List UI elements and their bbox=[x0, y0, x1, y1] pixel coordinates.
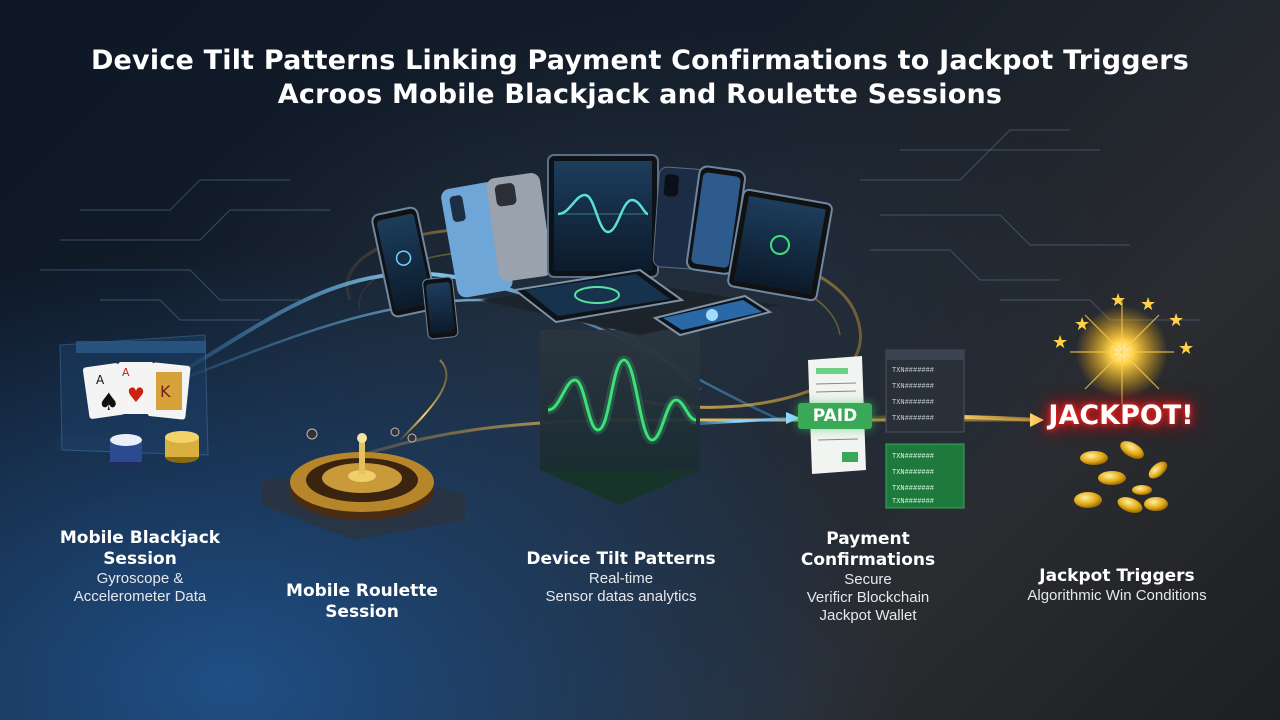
smartphone-icon bbox=[652, 294, 773, 337]
smartphone-icon bbox=[422, 276, 459, 340]
playing-cards-icon: A ♠ A ♥ K bbox=[82, 362, 191, 420]
flow-arrow-icon bbox=[786, 412, 800, 424]
svg-text:TXN#######: TXN####### bbox=[892, 453, 934, 461]
circuit-traces bbox=[40, 129, 1200, 321]
svg-text:★: ★ bbox=[1168, 310, 1184, 331]
blackjack-sub-line-1: Gyroscope & bbox=[96, 570, 184, 587]
blackjack-heading-line-2: Session bbox=[103, 549, 177, 569]
jackpot-heading: Jackpot Triggers bbox=[1039, 566, 1195, 586]
tilt-sub-line-1: Real-time bbox=[588, 570, 654, 587]
starburst-icon bbox=[1070, 300, 1174, 404]
title-line-2: Acroos Mobile Blackjack and Roulette Ses… bbox=[277, 79, 1003, 110]
svg-text:TXN#######: TXN####### bbox=[892, 415, 934, 423]
payment-sub-line-1: Secure bbox=[844, 571, 892, 588]
tablet-icon bbox=[547, 154, 659, 278]
roulette-heading-line-1: Mobile Roulette bbox=[286, 581, 438, 601]
svg-text:★: ★ bbox=[1110, 290, 1126, 311]
svg-text:♠: ♠ bbox=[98, 388, 120, 416]
payment-heading-line-2: Confirmations bbox=[800, 550, 936, 570]
svg-text:★: ★ bbox=[1074, 314, 1090, 335]
tilt-sub-line-2: Sensor datas analytics bbox=[545, 588, 697, 605]
svg-text:TXN#######: TXN####### bbox=[892, 498, 934, 506]
svg-text:★: ★ bbox=[1052, 332, 1068, 353]
ledger-icon: TXN####### TXN####### TXN####### TXN####… bbox=[885, 349, 965, 509]
svg-text:A: A bbox=[122, 366, 130, 379]
payment-heading-line-1: Payment bbox=[826, 529, 910, 549]
tablet-icon bbox=[727, 188, 833, 302]
roulette-heading-line-2: Session bbox=[325, 602, 399, 622]
stars-icon: ★ ★ ★ ★ ★ ★ bbox=[1052, 290, 1194, 359]
svg-text:TXN#######: TXN####### bbox=[892, 399, 934, 407]
gold-coins-icon bbox=[1074, 441, 1168, 513]
blackjack-heading-line-1: Mobile Blackjack bbox=[59, 528, 221, 548]
payment-label: Payment Confirmations Secure Verificr Bl… bbox=[768, 529, 968, 625]
svg-text:★: ★ bbox=[1178, 338, 1194, 359]
tilt-waveform bbox=[547, 358, 697, 442]
svg-text:TXN#######: TXN####### bbox=[892, 367, 934, 375]
roulette-label: Mobile Roulette Session bbox=[262, 581, 462, 623]
svg-text:TXN#######: TXN####### bbox=[892, 485, 934, 493]
blackjack-sub-line-2: Accelerometer Data bbox=[73, 588, 207, 605]
flow-arrow-icon bbox=[1030, 413, 1044, 427]
jackpot-sub: Algorithmic Win Conditions bbox=[1027, 587, 1207, 604]
roulette-platform bbox=[262, 427, 465, 540]
svg-text:★: ★ bbox=[1140, 294, 1156, 315]
payment-sub-line-3: Jackpot Wallet bbox=[819, 607, 917, 624]
tablet-icon bbox=[512, 268, 685, 324]
title-line-1: Device Tilt Patterns Linking Payment Con… bbox=[90, 45, 1190, 76]
tilt-label: Device Tilt Patterns Real-time Sensor da… bbox=[510, 549, 732, 606]
roulette-wheel-icon bbox=[290, 433, 434, 520]
smartphone-icon bbox=[486, 173, 553, 282]
svg-text:K: K bbox=[160, 382, 171, 401]
svg-text:TXN#######: TXN####### bbox=[892, 383, 934, 391]
jackpot-badge: JACKPOT! bbox=[1048, 400, 1194, 431]
smartphone-icon bbox=[686, 165, 746, 275]
svg-text:♥: ♥ bbox=[127, 383, 145, 407]
device-cluster bbox=[371, 154, 833, 340]
jackpot-label: Jackpot Triggers Algorithmic Win Conditi… bbox=[1002, 566, 1232, 605]
payment-sub-line-2: Verificr Blockchain bbox=[806, 589, 930, 606]
blackjack-label: Mobile Blackjack Session Gyroscope & Acc… bbox=[40, 528, 240, 606]
paid-badge: PAID bbox=[798, 403, 872, 429]
diagram-title: Device Tilt Patterns Linking Payment Con… bbox=[0, 44, 1280, 112]
tilt-heading: Device Tilt Patterns bbox=[526, 549, 716, 569]
smartphone-icon bbox=[371, 206, 438, 318]
svg-text:TXN#######: TXN####### bbox=[892, 469, 934, 477]
blackjack-platform: A ♠ A ♥ K bbox=[55, 334, 242, 468]
svg-text:A: A bbox=[96, 373, 105, 387]
poker-chips-icon bbox=[110, 431, 199, 468]
